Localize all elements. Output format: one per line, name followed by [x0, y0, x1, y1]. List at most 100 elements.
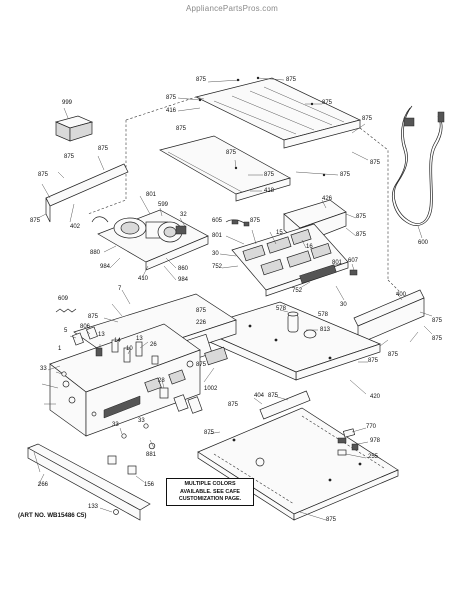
part-607-clip: [349, 263, 358, 276]
callout-752: 752: [212, 264, 223, 270]
callout-770: 770: [366, 424, 377, 430]
callout-266: 266: [38, 482, 49, 488]
part-fan-assembly: [91, 195, 209, 281]
part-266-lower-trim: [27, 443, 151, 521]
callout-156: 156: [144, 482, 155, 488]
note-line-2: AVAILABLE. SEE CAFE: [180, 488, 240, 495]
callout-578: 578: [318, 312, 329, 318]
callout-30: 30: [212, 251, 219, 257]
callout-875: 875: [176, 126, 187, 132]
callout-860: 860: [178, 266, 189, 272]
callout-875: 875: [88, 314, 99, 320]
callout-880: 880: [90, 250, 101, 256]
callout-875: 875: [286, 77, 297, 83]
note-line-3: CUSTOMIZATION PAGE.: [178, 496, 242, 502]
part-600-power-cord: [392, 105, 445, 239]
callout-578: 578: [276, 306, 287, 312]
callout-875: 875: [196, 77, 207, 83]
parts-770-978-255: [337, 427, 369, 459]
callout-133: 133: [88, 504, 99, 510]
callout-30: 30: [340, 302, 347, 308]
callout-599: 599: [158, 202, 169, 208]
callout-426: 426: [322, 196, 333, 202]
callout-875: 875: [356, 232, 367, 238]
callout-33: 33: [138, 418, 145, 424]
watermark: AppliancePartsPros.com: [186, 4, 278, 13]
callout-875: 875: [64, 154, 75, 160]
callout-875: 875: [228, 402, 239, 408]
callout-1002: 1002: [204, 386, 218, 392]
note-line-1: MULTIPLE COLORS: [184, 481, 236, 487]
callout-984: 984: [178, 277, 189, 283]
cabinet-dashed-outline: [87, 96, 401, 293]
part-999-box: [54, 107, 94, 142]
callout-609: 609: [58, 296, 69, 302]
callout-607: 607: [348, 258, 359, 264]
callout-875: 875: [38, 172, 49, 178]
screw-33-parts: [55, 371, 156, 450]
callout-402: 402: [70, 224, 81, 230]
callout-875: 875: [432, 318, 443, 324]
part-400-right-panel: [353, 289, 433, 347]
small-control-parts: [69, 326, 203, 414]
callout-1: 1: [58, 346, 62, 352]
callout-605: 605: [212, 218, 223, 224]
callout-875: 875: [166, 95, 177, 101]
callout-875: 875: [362, 116, 373, 122]
callout-875: 875: [268, 393, 279, 399]
callout-984: 984: [100, 264, 111, 270]
callout-875: 875: [322, 100, 333, 106]
callout-7: 7: [118, 286, 122, 292]
callout-26: 26: [150, 342, 157, 348]
callout-875: 875: [370, 160, 381, 166]
callout-416: 416: [166, 108, 177, 114]
callout-10: 10: [126, 346, 133, 352]
callout-28: 28: [158, 378, 165, 384]
callout-875: 875: [30, 218, 41, 224]
callout-978: 978: [370, 438, 381, 444]
callout-875: 875: [204, 430, 215, 436]
callout-875: 875: [264, 172, 275, 178]
callout-33: 33: [112, 422, 119, 428]
callout-752: 752: [292, 288, 303, 294]
callout-875: 875: [326, 517, 337, 523]
callout-410: 410: [138, 276, 149, 282]
callout-226: 226: [196, 320, 207, 326]
callout-875: 875: [432, 336, 443, 342]
part-1-front-panel: [41, 323, 201, 437]
callout-13: 13: [136, 336, 143, 342]
top-leader-lines: [177, 76, 369, 192]
callout-5: 5: [64, 328, 68, 334]
part-133-screw: [99, 507, 119, 515]
part-156-bracket: [107, 455, 145, 483]
callout-801: 801: [332, 260, 343, 266]
part-609-spring: [55, 308, 77, 313]
callout-875: 875: [196, 362, 207, 368]
callout-13: 13: [98, 332, 105, 338]
callout-999: 999: [62, 100, 73, 106]
callout-33: 33: [40, 366, 47, 372]
callout-813: 813: [320, 327, 331, 333]
callout-875: 875: [388, 352, 399, 358]
callout-875: 875: [250, 218, 261, 224]
callout-420: 420: [370, 394, 381, 400]
part-605-harness: [225, 219, 250, 227]
callout-16: 16: [306, 244, 313, 250]
callout-881: 881: [146, 452, 157, 458]
callout-32: 32: [180, 212, 187, 218]
callout-14: 14: [114, 338, 121, 344]
callout-875: 875: [340, 172, 351, 178]
callout-418: 418: [264, 188, 275, 194]
part-control-board: [219, 223, 349, 301]
part-402-left-panel: [37, 155, 129, 223]
callout-600: 600: [418, 240, 429, 246]
callout-875: 875: [226, 150, 237, 156]
art-number: (ART NO. WB15486 C5): [18, 512, 87, 519]
callout-801: 801: [212, 233, 223, 239]
callout-15: 15: [276, 230, 283, 236]
multiple-colors-note: MULTIPLE COLORS AVAILABLE. SEE CAFE CUST…: [166, 478, 254, 506]
top-trim-rail: [159, 135, 291, 202]
callout-875: 875: [98, 146, 109, 152]
callout-806: 806: [80, 324, 91, 330]
